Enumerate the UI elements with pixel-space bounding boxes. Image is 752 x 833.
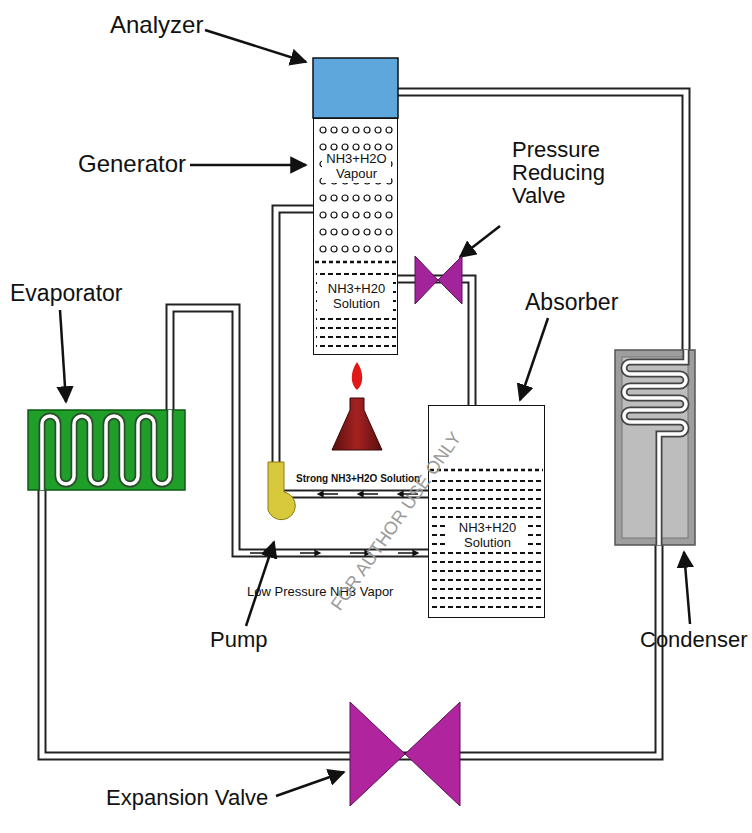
condenser-coil bbox=[624, 350, 686, 545]
path-shape bbox=[60, 310, 66, 402]
path-shape bbox=[246, 542, 274, 626]
vapour-bubbles bbox=[316, 122, 395, 256]
liquid-surface bbox=[430, 469, 543, 472]
part-label: Pump bbox=[210, 628, 267, 651]
pipe-outline bbox=[276, 209, 428, 494]
liquid-surface bbox=[315, 261, 396, 264]
path-shape bbox=[300, 551, 320, 556]
path-shape bbox=[460, 226, 500, 257]
leader-lines bbox=[60, 30, 690, 796]
path-shape bbox=[318, 492, 338, 497]
path-shape bbox=[398, 92, 686, 352]
pipes bbox=[42, 92, 686, 756]
condenser-coil bbox=[624, 350, 686, 545]
path-shape bbox=[276, 772, 344, 796]
path-shape bbox=[398, 551, 418, 556]
part-label: Generator bbox=[78, 151, 186, 176]
condenser-box bbox=[615, 350, 695, 545]
path-shape bbox=[520, 318, 548, 400]
generator-liquid bbox=[316, 268, 396, 352]
generator-box: NH3+H2O VapourNH3+H20 Solution bbox=[313, 118, 398, 355]
burner bbox=[332, 398, 382, 450]
node-text: NH3+H2O Vapour bbox=[322, 151, 391, 183]
valve-symbol bbox=[415, 256, 462, 304]
absorber-liquid bbox=[432, 476, 542, 611]
pipe-bore bbox=[276, 209, 428, 494]
evaporator-coil bbox=[42, 410, 170, 490]
pump-symbol bbox=[268, 462, 295, 520]
path-shape bbox=[358, 492, 378, 497]
node-text: NH3+H20 Solution bbox=[447, 520, 528, 552]
pipe-connector bbox=[276, 209, 428, 494]
evaporator-box bbox=[28, 410, 185, 490]
part-label: Evaporator bbox=[10, 281, 123, 305]
part-label: Analyzer bbox=[110, 12, 203, 37]
part-label: Absorber bbox=[525, 290, 618, 314]
burner-flame bbox=[352, 362, 363, 390]
path-shape bbox=[398, 92, 686, 352]
path-shape bbox=[684, 552, 690, 624]
path-shape bbox=[205, 30, 306, 62]
flow-label: Strong NH3+H2O Solution bbox=[296, 474, 420, 485]
valve-symbol bbox=[350, 702, 460, 806]
analyzer-box bbox=[313, 58, 398, 118]
flow-label: Low Pressure NH3 Vapor bbox=[247, 585, 393, 599]
path-shape bbox=[250, 551, 270, 556]
evaporator-coil bbox=[42, 410, 170, 490]
part-label: Pressure Reducing Valve bbox=[512, 138, 624, 207]
node-text: NH3+H20 Solution bbox=[320, 281, 393, 313]
part-label: Condenser bbox=[640, 628, 748, 651]
part-label: Expansion Valve bbox=[106, 786, 268, 809]
path-shape bbox=[190, 164, 306, 167]
